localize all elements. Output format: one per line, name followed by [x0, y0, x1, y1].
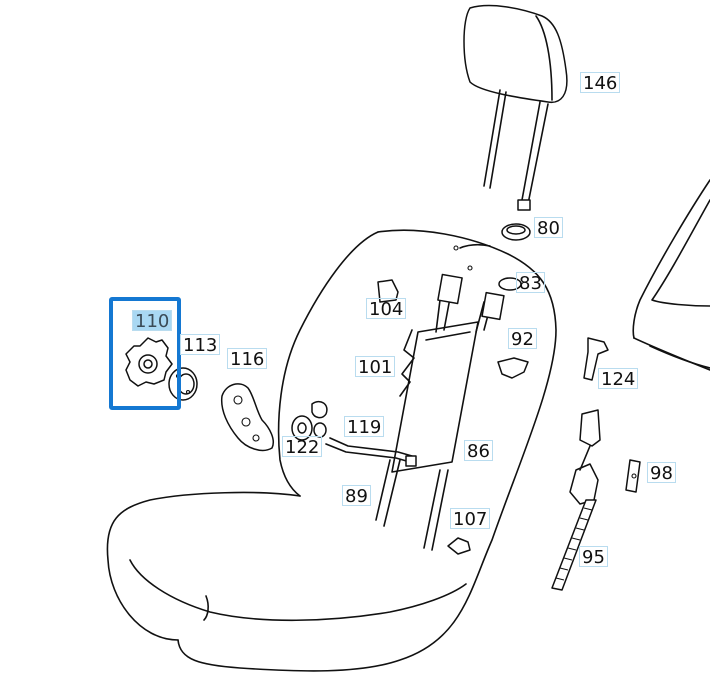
selection-frame: [109, 297, 181, 410]
part-146-headrest[interactable]: [463, 4, 568, 211]
part-119-control-rod[interactable]: [325, 437, 417, 467]
part-113-washer[interactable]: [168, 367, 198, 401]
callout-89[interactable]: 89: [342, 485, 371, 507]
callout-107[interactable]: 107: [450, 508, 491, 530]
callout-122[interactable]: 122: [282, 436, 323, 458]
callout-113[interactable]: 113: [180, 334, 221, 356]
part-124-latch[interactable]: [583, 337, 609, 381]
part-80-guide-sleeve[interactable]: [501, 223, 531, 241]
part-83-guide-sleeve[interactable]: [498, 277, 522, 291]
part-101-spring-strip[interactable]: [399, 329, 415, 397]
part-122-pivot[interactable]: [291, 400, 328, 441]
callout-101[interactable]: 101: [355, 356, 396, 378]
part-89-slide-rail[interactable]: [375, 459, 449, 551]
part-116-side-bracket[interactable]: [220, 383, 274, 452]
callout-124[interactable]: 124: [598, 368, 639, 390]
callout-116[interactable]: 116: [227, 348, 268, 370]
callout-104[interactable]: 104: [366, 298, 407, 320]
part-86-backrest-frame[interactable]: [391, 273, 505, 473]
part-92-bracket[interactable]: [497, 357, 529, 379]
callout-146[interactable]: 146: [580, 72, 621, 94]
callout-86[interactable]: 86: [464, 440, 493, 462]
part-110-adjustment-knob[interactable]: [125, 337, 173, 387]
part-95-toothed-rail[interactable]: [551, 409, 601, 591]
callout-92[interactable]: 92: [508, 328, 537, 350]
seat-outline: [106, 229, 557, 672]
door-panel: [632, 179, 710, 371]
callout-98[interactable]: 98: [647, 462, 676, 484]
part-107-plug[interactable]: [447, 537, 471, 555]
callout-95[interactable]: 95: [579, 546, 608, 568]
part-98-clip[interactable]: [625, 459, 641, 493]
callout-110[interactable]: 110: [132, 310, 173, 332]
callout-80[interactable]: 80: [534, 217, 563, 239]
callout-119[interactable]: 119: [344, 416, 385, 438]
callout-83[interactable]: 83: [516, 272, 545, 294]
